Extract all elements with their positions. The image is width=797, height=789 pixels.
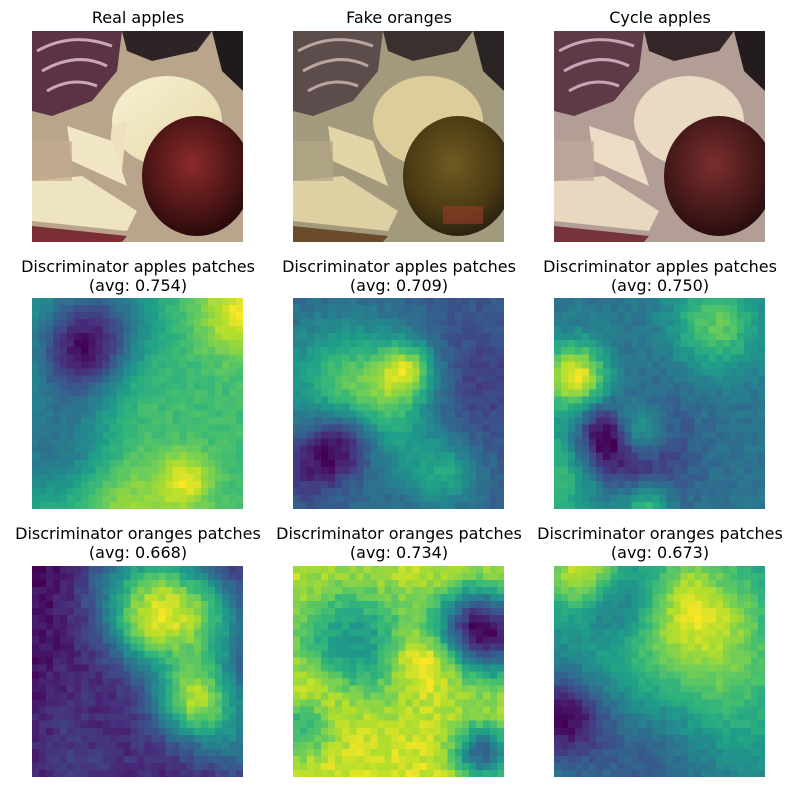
panel-title-cycle-apples: Cycle apples [609,8,711,27]
heatmap-disc-apples-fake [293,298,504,509]
heatmap-disc-apples-cycle [554,298,765,509]
real-apples-image [32,31,243,242]
panel-title-disc-apples-3: Discriminator apples patches (avg: 0.750… [543,257,777,295]
heatmap-disc-oranges-fake [293,566,504,777]
cycle-apples-image [554,31,765,242]
heatmap-disc-apples-real [32,298,243,509]
panel-title-disc-oranges-2: Discriminator oranges patches (avg: 0.73… [276,524,522,562]
panel-title-disc-apples-1: Discriminator apples patches (avg: 0.754… [21,257,255,295]
panel-title-fake-oranges: Fake oranges [346,8,452,27]
heatmap-disc-oranges-cycle [554,566,765,777]
panel-title-disc-oranges-1: Discriminator oranges patches (avg: 0.66… [15,524,261,562]
panel-title-disc-oranges-3: Discriminator oranges patches (avg: 0.67… [537,524,783,562]
panel-title-real-apples: Real apples [91,8,185,27]
fake-oranges-image [293,31,504,242]
panel-title-disc-apples-2: Discriminator apples patches (avg: 0.709… [282,257,516,295]
heatmap-disc-oranges-real [32,566,243,777]
